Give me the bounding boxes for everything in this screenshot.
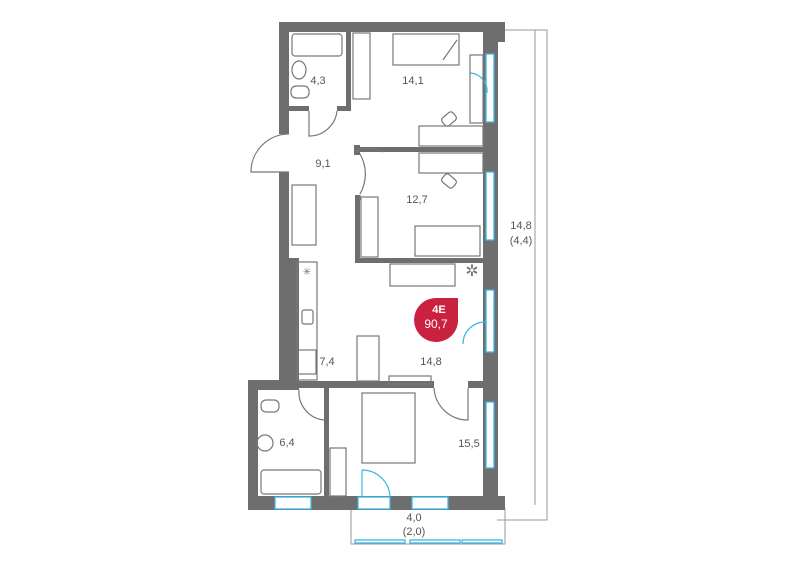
kitchen-counter-icon — [296, 261, 318, 381]
stove-icon — [297, 349, 317, 375]
doors — [250, 72, 488, 498]
area-hallway: 9,1 — [315, 158, 330, 170]
desk-icon — [418, 125, 484, 147]
bed-icon — [414, 225, 481, 257]
bathtub-icon — [260, 469, 322, 495]
room-labels: 4,3 14,1 9,1 12,7 14,8 (4,4) 7,4 14,8 6,… — [279, 75, 532, 538]
bed-icon — [392, 33, 460, 66]
area-bedroom-1: 14,1 — [402, 75, 423, 87]
toilet-icon — [260, 399, 280, 413]
area-living: 14,8 — [420, 356, 441, 368]
area-loggia-reduced: (4,4) — [510, 235, 533, 247]
wardrobe-icon — [329, 447, 347, 497]
area-bedroom-2: 12,7 — [406, 194, 427, 206]
toilet-icon — [290, 85, 310, 99]
sofa-icon — [389, 263, 456, 287]
area-bathroom-2: 6,4 — [279, 437, 294, 449]
area-balcony-reduced: (2,0) — [403, 526, 426, 538]
area-balcony: 4,0 — [406, 512, 421, 524]
bathtub-icon — [291, 33, 343, 57]
wardrobe-icon — [360, 196, 379, 258]
desk-icon — [418, 152, 484, 174]
windows — [274, 53, 495, 510]
apartment-code: 4E — [432, 304, 445, 316]
furniture: ✲ ✳ — [256, 32, 484, 497]
area-loggia: 14,8 — [510, 220, 531, 232]
double-bed-icon — [361, 392, 416, 464]
wardrobe-icon — [352, 32, 371, 100]
area-bathroom-1: 4,3 — [310, 75, 325, 87]
area-kitchen: 7,4 — [319, 356, 334, 368]
sink-icon — [256, 434, 274, 452]
apartment-badge: 4E 90,7 — [414, 297, 459, 342]
area-bedroom-master: 15,5 — [458, 438, 479, 450]
hood-icon: ✳ — [303, 267, 311, 278]
plant-icon: ✲ — [465, 263, 478, 280]
dining-table-icon — [356, 335, 380, 382]
sink-icon — [291, 60, 307, 80]
wardrobe-icon — [291, 184, 317, 246]
balcony-outline — [350, 507, 506, 545]
total-area: 90,7 — [424, 317, 448, 331]
kitchen-sink-icon — [301, 309, 314, 325]
loggia-outline — [497, 29, 548, 521]
